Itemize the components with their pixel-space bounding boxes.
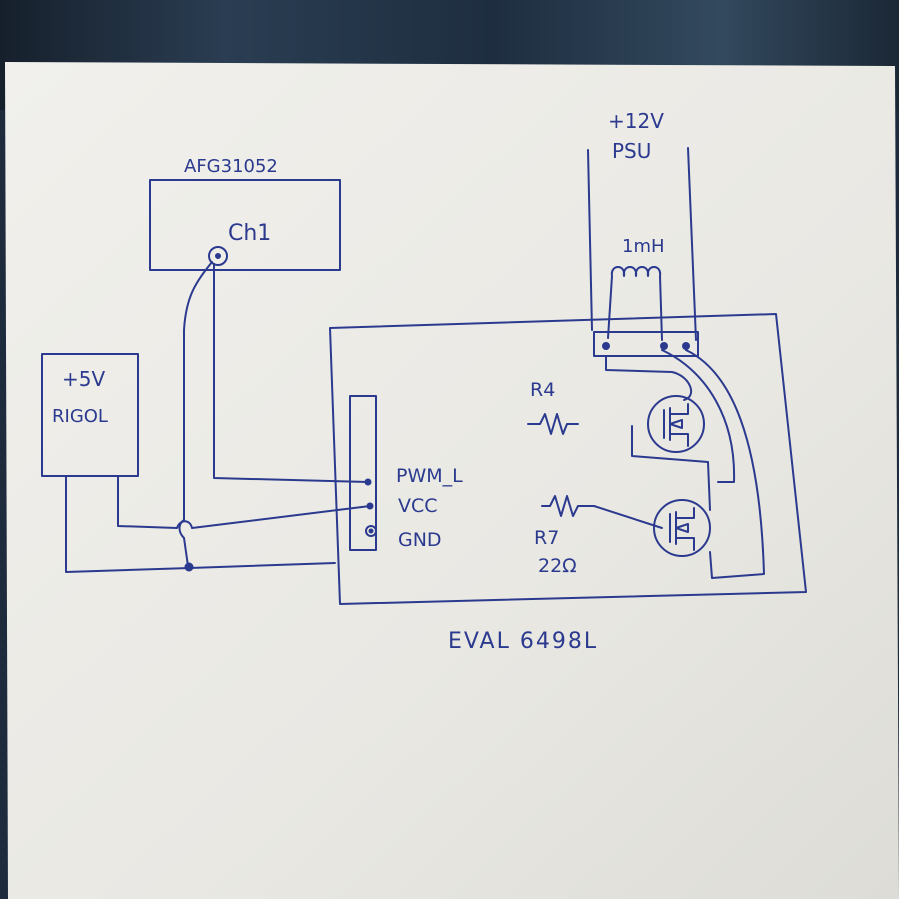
generator-box bbox=[149, 179, 341, 271]
generator-label: AFG31052 bbox=[184, 156, 278, 177]
resistor-r7-label: R7 bbox=[534, 527, 559, 549]
terminal-right bbox=[682, 342, 690, 350]
psu-voltage-label: +12V bbox=[608, 109, 664, 133]
pin-vcc bbox=[366, 502, 374, 510]
inductor-label: 1mH bbox=[622, 236, 665, 257]
wire-return-inner bbox=[661, 349, 736, 483]
board-label: EVAL 6498L bbox=[448, 629, 598, 654]
channel-label: Ch1 bbox=[228, 221, 271, 246]
pin-header bbox=[349, 395, 377, 551]
terminal-block bbox=[593, 331, 699, 357]
resistor-r4-icon bbox=[527, 413, 579, 435]
mosfet-low-icon bbox=[653, 499, 711, 557]
terminal-mid bbox=[660, 342, 668, 350]
resistor-r7-value-label: 22Ω bbox=[538, 555, 577, 577]
rigol-name-label: RIGOL bbox=[52, 406, 108, 427]
rigol-box bbox=[41, 353, 139, 477]
paper-sheet bbox=[5, 62, 899, 899]
eval-board-outline bbox=[329, 313, 807, 605]
wire-vcc bbox=[117, 475, 371, 529]
inductor-icon bbox=[607, 266, 663, 341]
pin-pwm-label: PWM_L bbox=[396, 465, 463, 487]
resistor-r4-label: R4 bbox=[530, 379, 555, 401]
wire-switch-node bbox=[631, 425, 711, 511]
wire-ground-return bbox=[685, 349, 765, 579]
pin-gnd-label: GND bbox=[398, 529, 442, 551]
wire-psu-left bbox=[587, 149, 593, 331]
wire-psu-right bbox=[687, 147, 697, 341]
junction-dot bbox=[184, 562, 194, 572]
pin-pwm bbox=[364, 478, 372, 486]
terminal-left bbox=[602, 342, 610, 350]
pin-gnd-ring bbox=[365, 525, 377, 537]
bnc-connector-icon bbox=[208, 246, 228, 266]
wire-generator-ground bbox=[178, 261, 213, 567]
pin-vcc-label: VCC bbox=[398, 495, 438, 517]
resistor-r7-icon bbox=[541, 495, 663, 529]
rigol-voltage-label: +5V bbox=[62, 367, 105, 391]
wire-signal bbox=[213, 263, 369, 483]
wire-gnd bbox=[65, 475, 336, 573]
psu-name-label: PSU bbox=[612, 139, 651, 163]
mosfet-high-icon bbox=[647, 395, 705, 453]
